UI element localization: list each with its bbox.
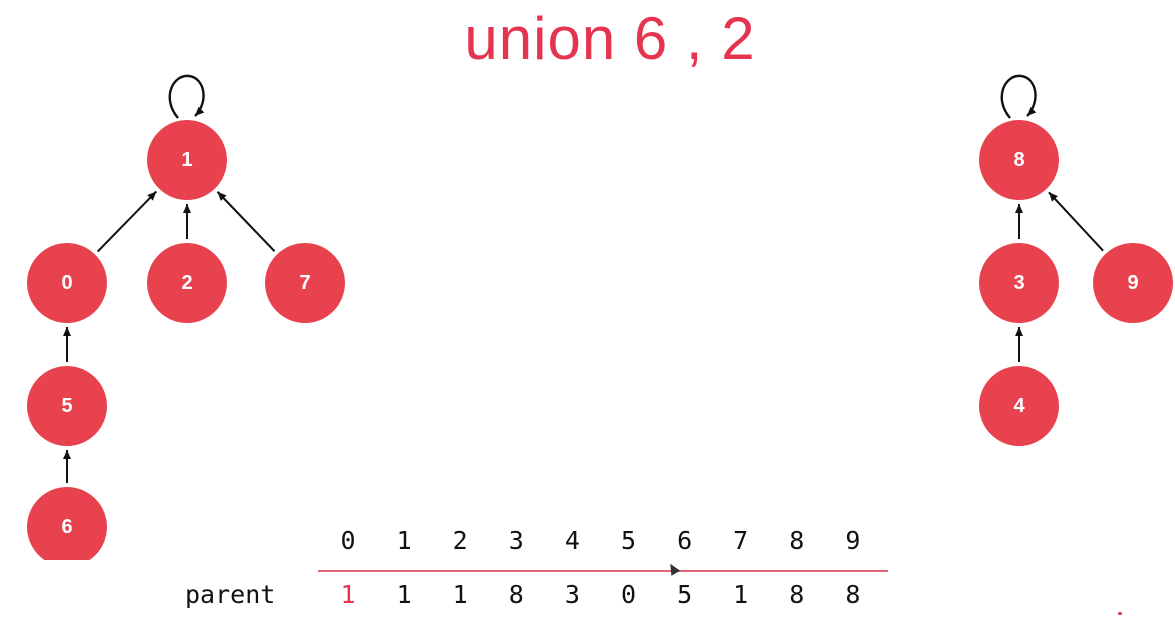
parent-value-8: 8	[789, 580, 805, 609]
node-circle	[1093, 243, 1173, 323]
page-title: union 6 , 2	[464, 5, 756, 72]
node-1: 1	[147, 120, 227, 200]
parent-value-6: 5	[677, 580, 693, 609]
array-index-1: 1	[396, 526, 412, 555]
node-6: 6	[27, 487, 107, 560]
array-index-0: 0	[340, 526, 356, 555]
array-index-6: 6	[677, 526, 693, 555]
array-index-3: 3	[508, 526, 524, 555]
node-circle	[27, 366, 107, 446]
array-index-5: 5	[620, 526, 637, 555]
parent-value-2: 1	[452, 580, 468, 609]
array-index-7: 7	[733, 526, 749, 555]
decorative-mark	[1118, 612, 1122, 615]
edge-9-to-8	[1048, 191, 1104, 252]
node-label: 7	[299, 272, 310, 294]
node-label: 2	[181, 272, 192, 294]
node-8: 8	[979, 120, 1059, 200]
node-label: 5	[61, 395, 72, 417]
node-9: 9	[1093, 243, 1173, 323]
parent-value-3: 8	[508, 580, 524, 609]
parent-value-9: 8	[845, 580, 861, 609]
node-label: 3	[1013, 272, 1024, 294]
node-circle	[979, 366, 1059, 446]
node-circle	[147, 120, 227, 200]
parent-value-7: 1	[733, 580, 749, 609]
parent-value-5: 0	[620, 580, 637, 609]
node-7: 7	[265, 243, 345, 323]
array-divider	[318, 570, 888, 572]
array-index-2: 2	[452, 526, 468, 555]
node-circle	[265, 243, 345, 323]
array-index-9: 9	[845, 526, 861, 555]
node-label: 9	[1127, 272, 1138, 294]
parent-row-label: parent	[185, 580, 276, 609]
node-label: 8	[1013, 149, 1024, 171]
node-circle	[147, 243, 227, 323]
parent-value-1: 1	[396, 580, 412, 609]
self-loop-8	[1000, 74, 1037, 119]
self-loop-1	[168, 74, 205, 119]
node-label: 4	[1013, 395, 1025, 417]
node-4: 4	[979, 366, 1059, 446]
array-index-8: 8	[789, 526, 805, 555]
node-label: 6	[61, 516, 72, 538]
node-circle	[979, 120, 1059, 200]
array-index-4: 4	[564, 526, 580, 555]
node-circle	[27, 487, 107, 560]
node-3: 3	[979, 243, 1059, 323]
node-label: 0	[61, 272, 72, 294]
node-circle	[27, 243, 107, 323]
parent-value-0: 1	[340, 580, 356, 609]
edge-7-to-1	[216, 191, 276, 252]
node-circle	[979, 243, 1059, 323]
node-label: 1	[181, 149, 192, 171]
node-5: 5	[27, 366, 107, 446]
node-2: 2	[147, 243, 227, 323]
parent-value-4: 3	[564, 580, 580, 609]
mouse-cursor-icon	[665, 561, 681, 576]
node-0: 0	[27, 243, 107, 323]
edge-0-to-1	[97, 190, 157, 253]
union-find-forest: 1 0 2 7 5 6 8 3 9 4	[27, 74, 1173, 560]
